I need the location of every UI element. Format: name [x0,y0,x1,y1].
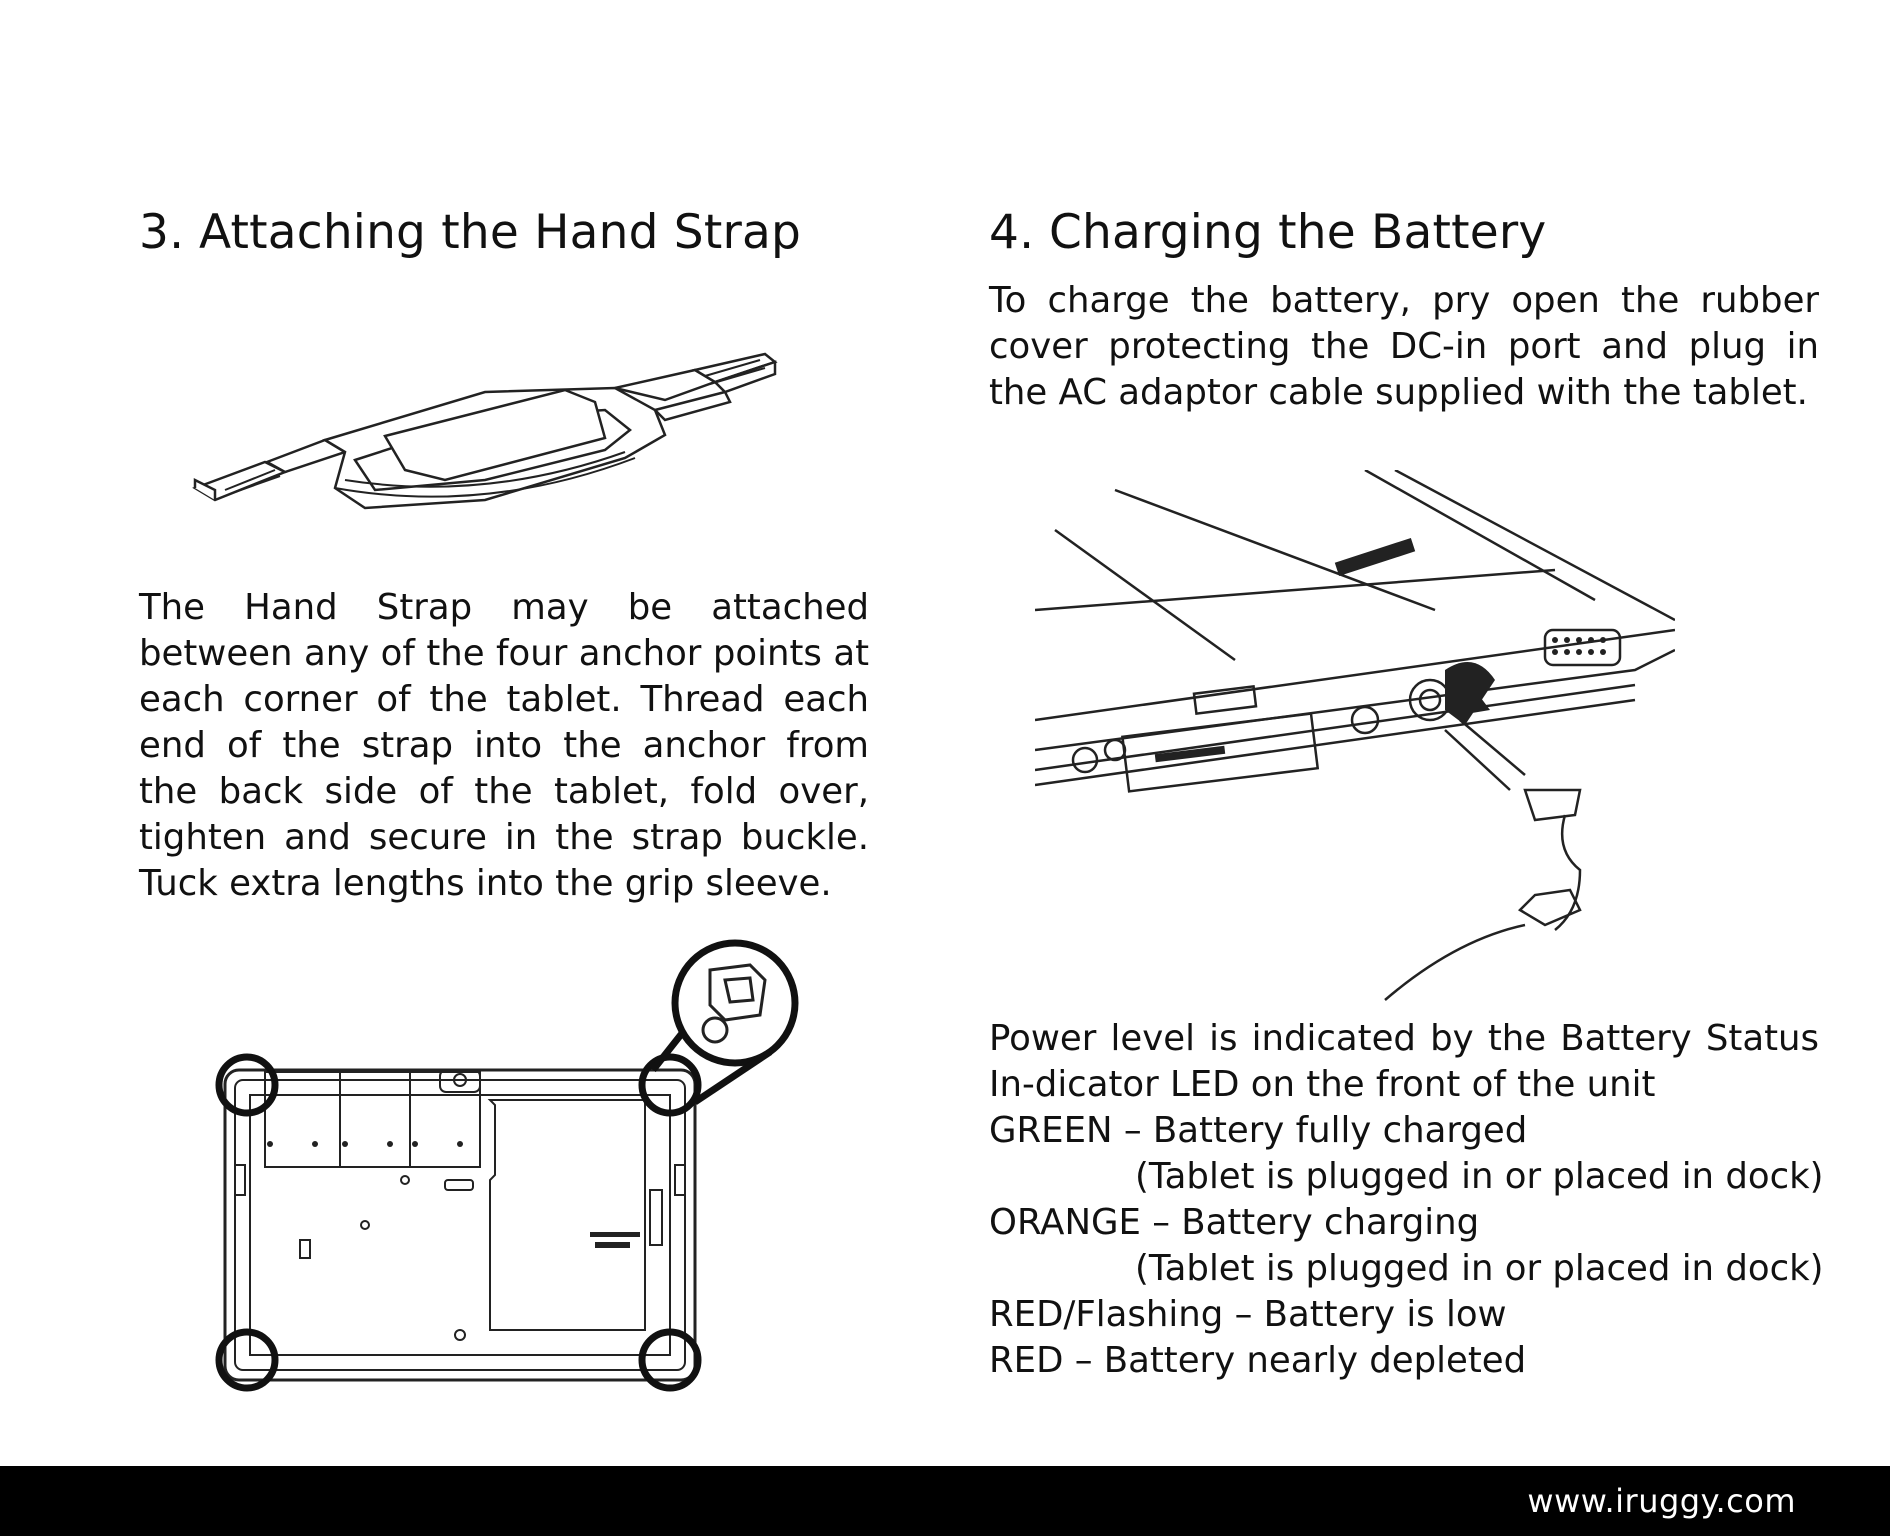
section-4-number: 4. [989,205,1035,260]
hand-strap-instructions: The Hand Strap may be attached between a… [139,587,869,904]
section-3-number: 3. [139,205,185,260]
section-4-title: Charging the Battery [1049,205,1547,260]
section-3-title: Attaching the Hand Strap [199,205,802,260]
status-green-note: (Tablet is plugged in or placed in dock) [1135,1156,1824,1197]
battery-status-intro: Power level is indicated by the Battery … [989,1018,1819,1105]
page-footer: www.iruggy.com [0,1466,1890,1536]
status-red-label: RED – Battery nearly depleted [989,1340,1527,1381]
tablet-back-anchor-diagram [205,920,805,1400]
hand-strap-illustration [185,340,785,520]
section-4-heading: 4. Charging the Battery [989,205,1819,260]
dc-in-port-illustration [1035,470,1675,1010]
hand-strap-body: The Hand Strap may be attached between a… [139,585,869,907]
status-orange-label: ORANGE – Battery charging [989,1202,1480,1243]
battery-status-list: Power level is indicated by the Battery … [989,1016,1824,1384]
section-hand-strap: 3. Attaching the Hand Strap [139,205,869,260]
section-3-heading: 3. Attaching the Hand Strap [139,205,869,260]
status-green-label: GREEN – Battery fully charged [989,1110,1528,1151]
charging-instructions: To charge the battery, pry open the rubb… [989,280,1819,413]
status-red-flashing-label: RED/Flashing – Battery is low [989,1294,1507,1335]
status-orange-note: (Tablet is plugged in or placed in dock) [1135,1248,1824,1289]
section-charging: 4. Charging the Battery To charge the bat… [989,205,1819,416]
footer-url: www.iruggy.com [1527,1482,1796,1520]
